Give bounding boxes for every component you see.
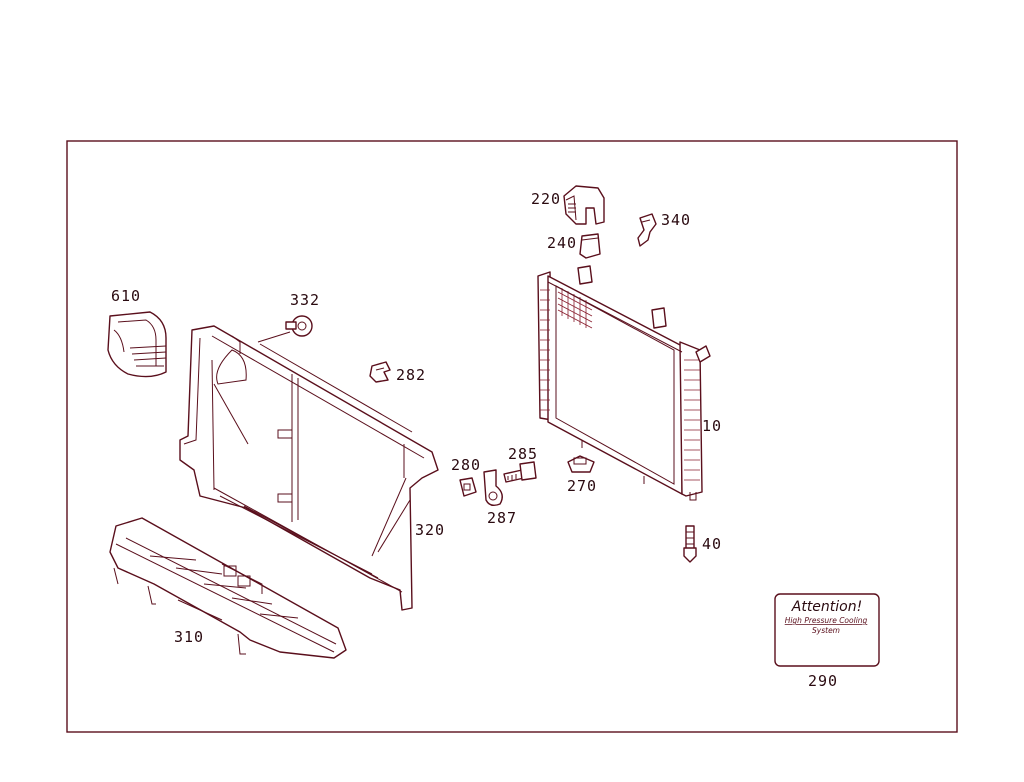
part-label-270: 270 bbox=[567, 477, 597, 495]
part-320-fan-shroud[interactable] bbox=[179, 325, 439, 611]
part-label-320: 320 bbox=[415, 521, 445, 539]
part-610-air-duct[interactable] bbox=[107, 311, 167, 378]
part-label-287: 287 bbox=[487, 509, 517, 527]
attention-title: Attention! bbox=[791, 599, 862, 615]
part-label-610: 610 bbox=[111, 287, 141, 305]
part-label-282: 282 bbox=[396, 366, 426, 384]
part-287-bracket[interactable] bbox=[483, 469, 503, 507]
part-332-rivet[interactable] bbox=[257, 315, 313, 343]
part-label-280: 280 bbox=[451, 456, 481, 474]
part-220-hose-clip[interactable] bbox=[563, 185, 605, 225]
part-285-bolt[interactable] bbox=[503, 461, 537, 483]
part-label-332: 332 bbox=[290, 291, 320, 309]
part-10-radiator[interactable] bbox=[537, 265, 711, 501]
attention-line-1: High Pressure Cooling bbox=[785, 616, 868, 625]
part-282-clip[interactable] bbox=[369, 361, 391, 383]
part-270-grommet[interactable] bbox=[567, 455, 595, 473]
part-label-40: 40 bbox=[702, 535, 722, 553]
part-290-attention-label[interactable]: Attention! High Pressure Cooling System bbox=[774, 593, 880, 667]
diagram-frame bbox=[66, 140, 958, 733]
part-240-pad[interactable] bbox=[579, 233, 601, 259]
part-label-10: 10 bbox=[702, 417, 722, 435]
part-label-240: 240 bbox=[547, 234, 577, 252]
part-280-nut[interactable] bbox=[459, 477, 477, 497]
part-label-290: 290 bbox=[808, 672, 838, 690]
part-label-310: 310 bbox=[174, 628, 204, 646]
part-label-340: 340 bbox=[661, 211, 691, 229]
attention-line-2: System bbox=[812, 626, 840, 635]
part-label-220: 220 bbox=[531, 190, 561, 208]
part-40-drain-plug[interactable] bbox=[683, 525, 697, 563]
part-label-285: 285 bbox=[508, 445, 538, 463]
part-310-air-guide[interactable] bbox=[109, 517, 347, 659]
part-340-bracket[interactable] bbox=[637, 213, 657, 247]
